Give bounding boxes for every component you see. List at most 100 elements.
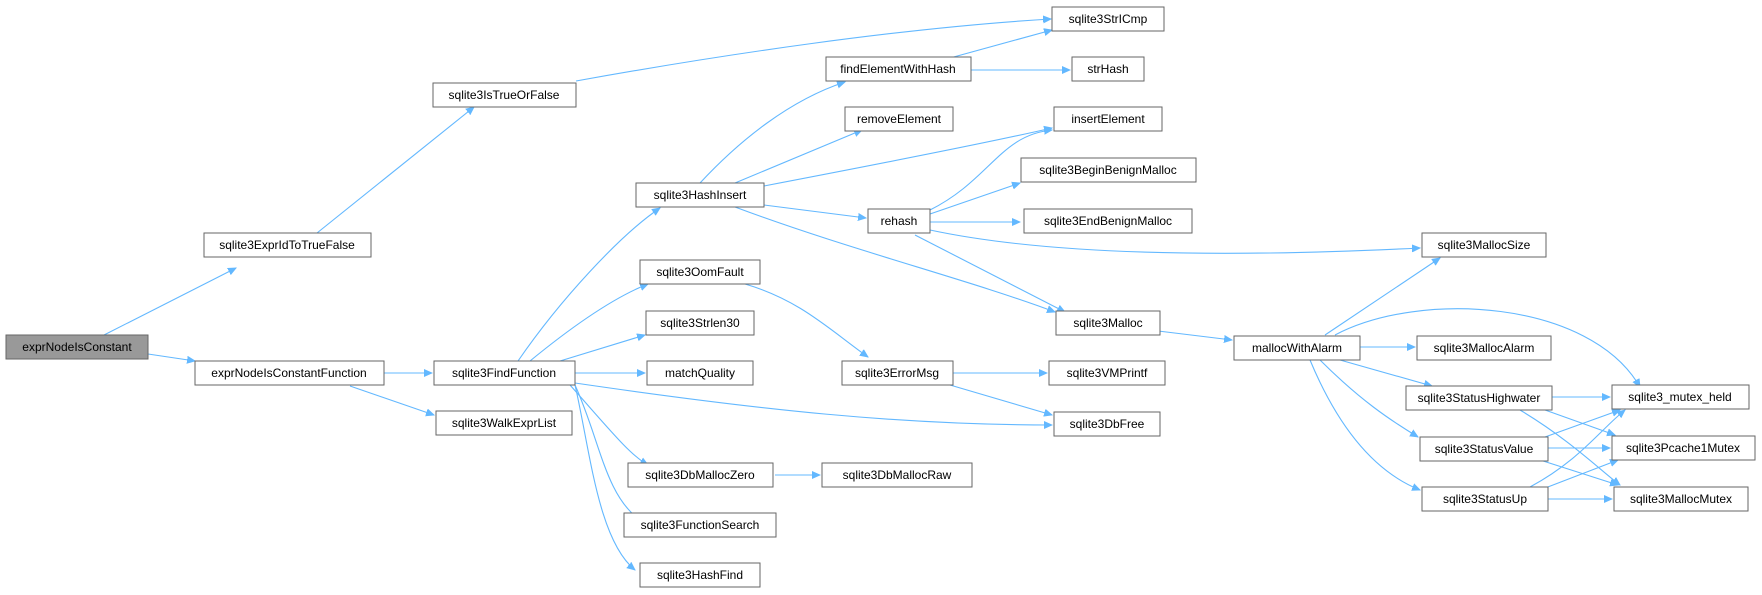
edges [103,19,1640,570]
node-label: matchQuality [665,366,735,380]
node-sqlite3MallocSize[interactable]: sqlite3MallocSize [1421,232,1547,258]
edge-sqlite3FindFunction-to-sqlite3Strlen30 [559,335,645,362]
edge-sqlite3FindFunction-to-sqlite3DbMallocZero [569,384,648,465]
edge-exprNodeIsConstant-to-sqlite3ExprIdToTrueFalse [103,267,236,336]
node-sqlite3StatusUp[interactable]: sqlite3StatusUp [1421,486,1549,512]
node-label: sqlite3MallocAlarm [1434,341,1535,355]
edge-exprNodeIsConstant-to-exprNodeIsConstantFunction [147,353,195,361]
node-sqlite3ExprIdToTrueFalse[interactable]: sqlite3ExprIdToTrueFalse [203,232,372,258]
edge-rehash-to-sqlite3Malloc [914,234,1065,312]
node-removeElement[interactable]: removeElement [844,106,954,132]
edge-sqlite3StatusValue-to-sqlite3_mutex_held [1544,410,1620,438]
node-sqlite3HashFind[interactable]: sqlite3HashFind [639,562,761,588]
node-label: strHash [1087,62,1128,76]
node-label: sqlite3DbMallocRaw [843,468,952,482]
edge-mallocWithAlarm-to-sqlite3StatusHighwater [1339,359,1432,386]
node-findElementWithHash[interactable]: findElementWithHash [825,56,972,82]
node-label: sqlite3IsTrueOrFalse [449,88,560,102]
node-insertElement[interactable]: insertElement [1053,106,1163,132]
edge-mallocWithAlarm-to-sqlite3StatusUp [1309,359,1420,490]
node-sqlite3FunctionSearch[interactable]: sqlite3FunctionSearch [623,512,777,538]
edge-sqlite3FindFunction-to-sqlite3DbFree [574,382,1052,425]
node-label: sqlite3StatusHighwater [1418,391,1541,405]
edge-sqlite3OomFault-to-sqlite3ErrorMsg [744,283,868,357]
node-label: findElementWithHash [840,62,955,76]
edge-exprNodeIsConstantFunction-to-sqlite3WalkExprList [349,385,434,415]
node-label: sqlite3Strlen30 [660,316,740,330]
node-sqlite3Malloc[interactable]: sqlite3Malloc [1055,310,1161,336]
node-matchQuality[interactable]: matchQuality [646,360,754,386]
node-label: sqlite3ExprIdToTrueFalse [219,238,355,252]
node-label: sqlite3VMPrintf [1067,366,1148,380]
edge-sqlite3HashInsert-to-removeElement [734,130,862,184]
edge-sqlite3IsTrueOrFalse-to-sqlite3StrICmp [575,19,1051,82]
node-exprNodeIsConstant[interactable]: exprNodeIsConstant [5,334,149,360]
node-label: sqlite3ErrorMsg [855,366,939,380]
node-label: rehash [881,214,918,228]
node-label: exprNodeIsConstantFunction [211,366,366,380]
edge-sqlite3StatusUp-to-sqlite3Pcache1Mutex [1539,460,1618,491]
node-sqlite3FindFunction[interactable]: sqlite3FindFunction [433,360,576,386]
node-strHash[interactable]: strHash [1071,56,1145,82]
node-sqlite3WalkExprList[interactable]: sqlite3WalkExprList [435,410,573,436]
node-rehash[interactable]: rehash [867,208,931,234]
edge-findElementWithHash-to-sqlite3StrICmp [949,30,1052,59]
edge-sqlite3FindFunction-to-sqlite3FunctionSearch [574,384,640,520]
node-label: sqlite3StatusUp [1443,492,1527,506]
edge-sqlite3HashInsert-to-findElementWithHash [699,82,845,184]
edge-sqlite3FindFunction-to-sqlite3HashInsert [517,208,660,362]
node-sqlite3EndBenignMalloc[interactable]: sqlite3EndBenignMalloc [1023,208,1193,234]
node-sqlite3BeginBenignMalloc[interactable]: sqlite3BeginBenignMalloc [1020,157,1197,183]
nodes: exprNodeIsConstant sqlite3ExprIdToTrueFa… [5,6,1756,588]
node-sqlite3OomFault[interactable]: sqlite3OomFault [639,259,761,285]
node-sqlite3IsTrueOrFalse[interactable]: sqlite3IsTrueOrFalse [432,82,577,108]
node-label: insertElement [1071,112,1145,126]
node-sqlite3DbMallocRaw[interactable]: sqlite3DbMallocRaw [821,462,973,488]
edge-sqlite3ExprIdToTrueFalse-to-sqlite3IsTrueOrFalse [316,107,474,234]
node-sqlite3Pcache1Mutex[interactable]: sqlite3Pcache1Mutex [1611,435,1756,461]
edge-rehash-to-insertElement [929,130,1052,211]
node-sqlite3StatusHighwater[interactable]: sqlite3StatusHighwater [1405,385,1553,411]
node-sqlite3_mutex_held[interactable]: sqlite3_mutex_held [1611,384,1750,410]
edge-sqlite3FindFunction-to-sqlite3HashFind [574,384,635,570]
node-label: sqlite3DbFree [1070,417,1145,431]
node-label: sqlite3FindFunction [452,366,556,380]
edge-sqlite3StatusUp-to-sqlite3_mutex_held [1529,410,1625,488]
node-label: sqlite3WalkExprList [452,416,557,430]
node-label: mallocWithAlarm [1252,341,1342,355]
node-mallocWithAlarm[interactable]: mallocWithAlarm [1233,335,1361,361]
node-label: sqlite3OomFault [656,265,744,279]
node-label: sqlite3BeginBenignMalloc [1039,163,1176,177]
edge-sqlite3HashInsert-to-insertElement [763,128,1052,187]
node-label: sqlite3HashInsert [654,188,747,202]
node-label: sqlite3Malloc [1073,316,1142,330]
node-sqlite3VMPrintf[interactable]: sqlite3VMPrintf [1048,360,1166,386]
node-label: sqlite3EndBenignMalloc [1044,214,1172,228]
node-sqlite3DbMallocZero[interactable]: sqlite3DbMallocZero [627,462,774,488]
edge-sqlite3Malloc-to-mallocWithAlarm [1149,329,1232,340]
node-sqlite3StatusValue[interactable]: sqlite3StatusValue [1419,436,1549,462]
node-sqlite3MallocAlarm[interactable]: sqlite3MallocAlarm [1416,335,1552,361]
node-sqlite3MallocMutex[interactable]: sqlite3MallocMutex [1613,486,1749,512]
node-sqlite3DbFree[interactable]: sqlite3DbFree [1053,411,1161,437]
node-label: sqlite3Pcache1Mutex [1626,441,1740,455]
node-sqlite3ErrorMsg[interactable]: sqlite3ErrorMsg [841,360,954,386]
edge-mallocWithAlarm-to-sqlite3_mutex_held [1334,308,1640,387]
node-label: removeElement [857,112,942,126]
edge-rehash-to-sqlite3MallocSize [929,229,1420,254]
node-sqlite3Strlen30[interactable]: sqlite3Strlen30 [645,310,755,336]
node-label: sqlite3StatusValue [1435,442,1534,456]
node-label: exprNodeIsConstant [22,340,132,354]
edge-sqlite3StatusHighwater-to-sqlite3Pcache1Mutex [1544,409,1615,435]
edge-rehash-to-sqlite3BeginBenignMalloc [929,183,1020,215]
node-sqlite3StrICmp[interactable]: sqlite3StrICmp [1051,6,1165,32]
edge-sqlite3ErrorMsg-to-sqlite3DbFree [949,384,1052,415]
node-label: sqlite3MallocMutex [1630,492,1732,506]
node-label: sqlite3HashFind [657,568,743,582]
node-label: sqlite3StrICmp [1069,12,1148,26]
node-sqlite3HashInsert[interactable]: sqlite3HashInsert [635,182,765,208]
edge-sqlite3HashInsert-to-rehash [763,204,866,218]
node-exprNodeIsConstantFunction[interactable]: exprNodeIsConstantFunction [194,360,385,386]
node-label: sqlite3FunctionSearch [641,518,760,532]
